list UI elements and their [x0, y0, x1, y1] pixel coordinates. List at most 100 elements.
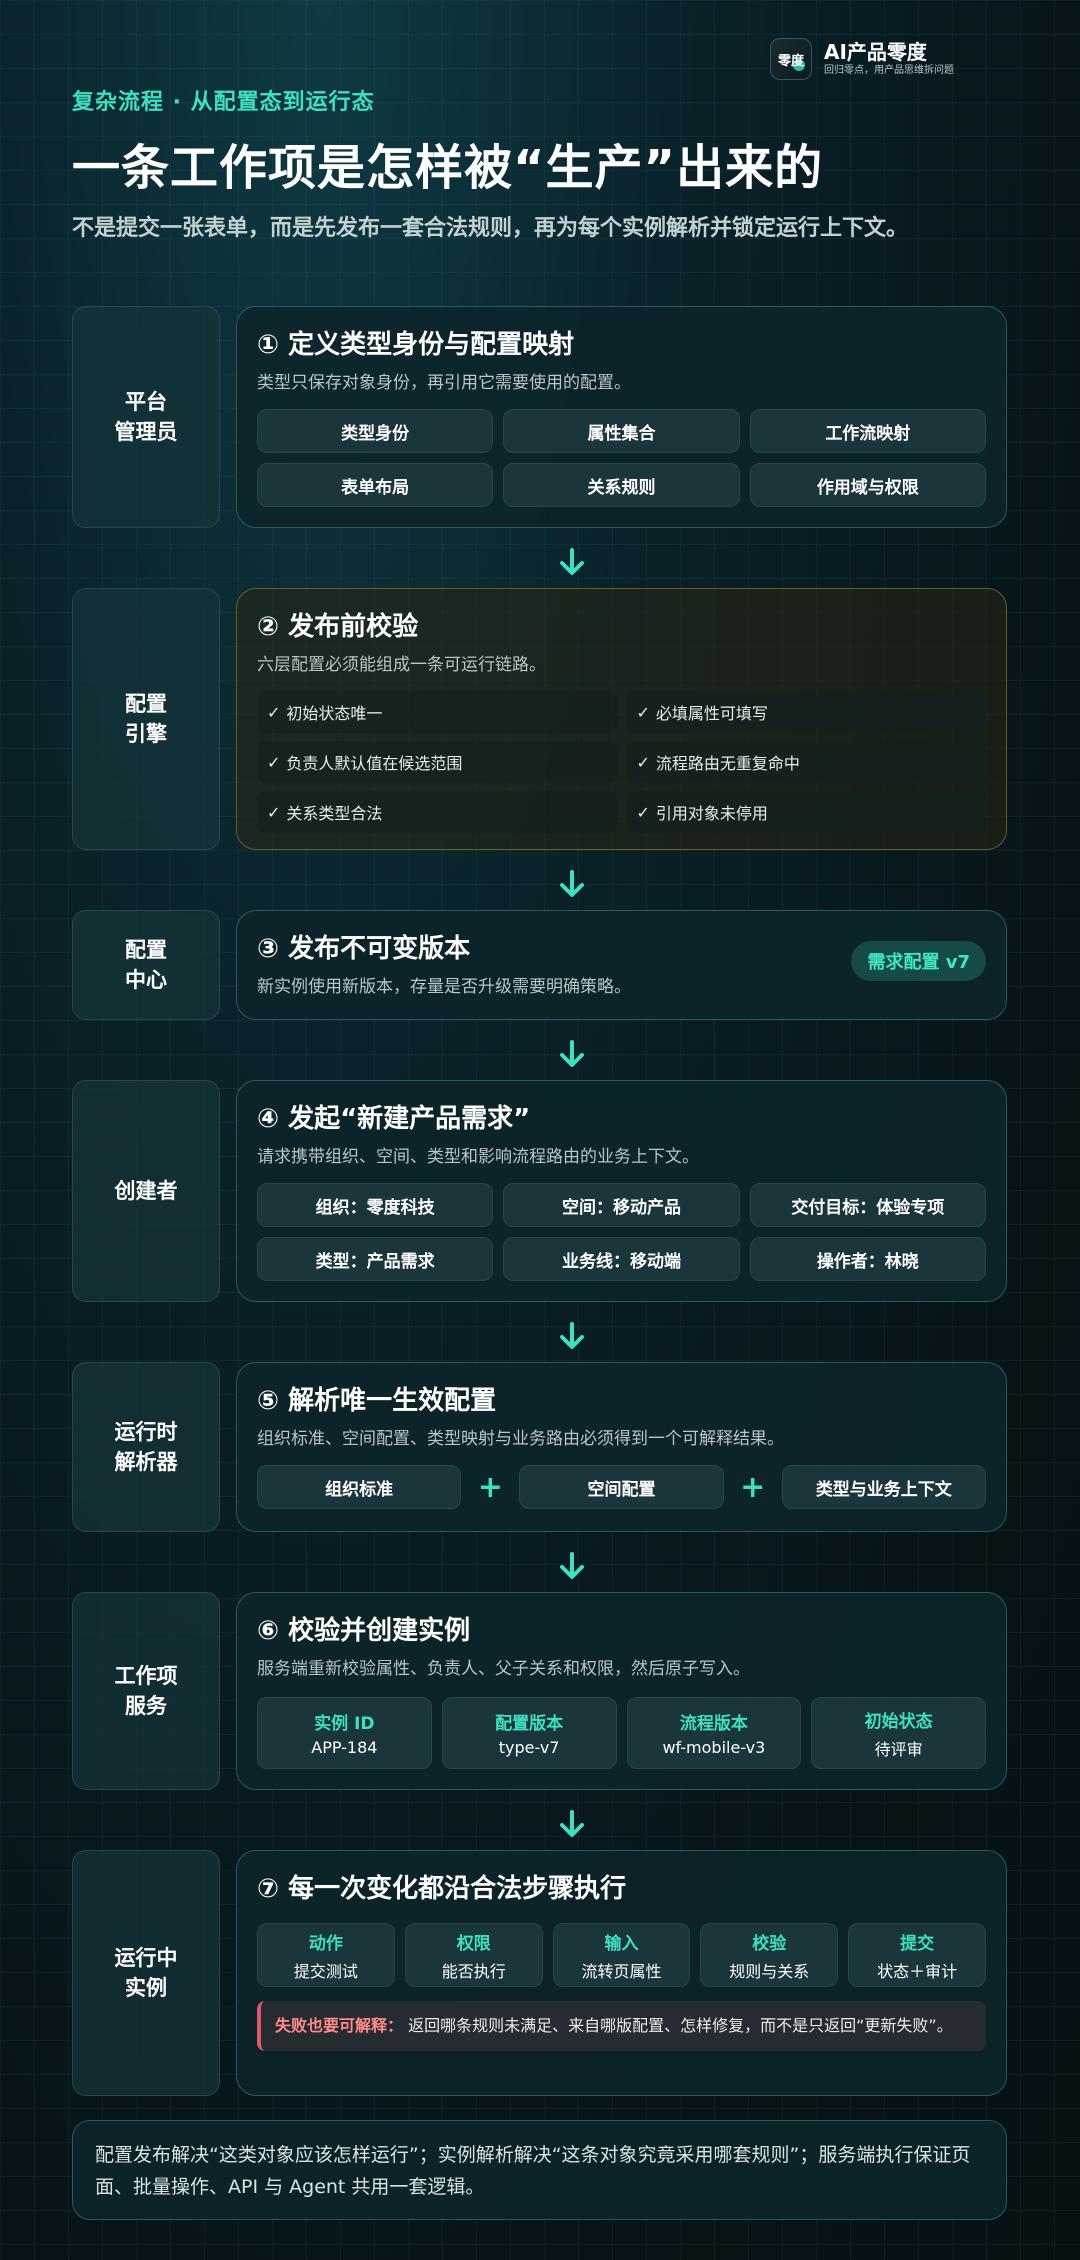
field-value: APP-184 [311, 1738, 378, 1757]
logo-dot-icon [793, 59, 805, 71]
step-2-desc: 六层配置必须能组成一条可运行链路。 [257, 655, 546, 675]
config-chip: 作用域与权限 [749, 463, 986, 507]
checkmark-icon: ✓ [636, 702, 650, 722]
role-workitem-service: 工作项 服务 [72, 1592, 220, 1790]
step-6-card: ⑥ 校验并创建实例 服务端重新校验属性、负责人、父子关系和权限，然后原子写入。 … [236, 1592, 1007, 1790]
step-value: 能否执行 [441, 1961, 506, 1981]
field-key: 流程版本 [679, 1714, 748, 1734]
context-chip: 操作者：林晓 [749, 1237, 986, 1281]
step-value: 提交测试 [293, 1961, 358, 1981]
config-chip: 关系规则 [503, 463, 740, 507]
step-value: 流转页属性 [581, 1961, 662, 1981]
execution-step: 校验规则与关系 [700, 1923, 839, 1987]
step-1-title: ① 定义类型身份与配置映射 [257, 330, 575, 360]
instance-field: 流程版本 wf-mobile-v3 [626, 1697, 802, 1769]
instance-field: 初始状态待评审 [811, 1697, 986, 1769]
failure-note: 失败也要可解释： 返回哪条规则未满足、来自哪版配置、怎样修复，而不是只返回“更新… [257, 2001, 986, 2051]
step-5-title: ⑤ 解析唯一生效配置 [257, 1386, 497, 1416]
step-2-title: ② 发布前校验 [257, 612, 419, 642]
step-key: 动作 [308, 1933, 343, 1954]
field-value: 待评审 [874, 1739, 923, 1759]
check-item: ✓ 流程路由无重复命中 [626, 741, 986, 783]
role-running-instance: 运行中 实例 [72, 1850, 220, 2096]
step-key: 提交 [900, 1933, 935, 1954]
step-7-card: ⑦ 每一次变化都沿合法步骤执行 动作提交测试 权限能否执行 输入流转页属性 校验… [236, 1850, 1007, 2096]
step-1-desc: 类型只保存对象身份，再引用它需要使用的配置。 [257, 373, 631, 393]
step-3-card: ③ 发布不可变版本 新实例使用新版本，存量是否升级需要明确策略。 需求配置 v7 [236, 910, 1007, 1020]
step-4-desc: 请求携带组织、空间、类型和影响流程路由的业务上下文。 [257, 1147, 699, 1167]
check-label: 必填属性可填写 [655, 704, 768, 723]
step-key: 输入 [604, 1933, 639, 1954]
check-item: ✓ 必填属性可填写 [626, 691, 986, 733]
check-label: 关系类型合法 [286, 804, 383, 823]
check-label: 引用对象未停用 [655, 804, 768, 823]
execution-steps: 动作提交测试 权限能否执行 输入流转页属性 校验规则与关系 提交状态＋审计 [257, 1923, 986, 1987]
field-value: wf-mobile-v3 [662, 1738, 766, 1757]
context-chip: 业务线：移动端 [503, 1237, 740, 1281]
execution-step: 输入流转页属性 [552, 1923, 691, 1987]
config-chip: 类型身份 [257, 409, 494, 453]
page-title: 一条工作项是怎样被“生产”出来的 [72, 140, 824, 196]
resolve-part: 类型与业务上下文 [781, 1465, 986, 1509]
summary-footer: 配置发布解决“这类对象应该怎样运行”；实例解析解决“这条对象究竟采用哪套规则”；… [72, 2120, 1007, 2220]
step-6-title: ⑥ 校验并创建实例 [257, 1616, 471, 1646]
step-1-row: 平台 管理员 ① 定义类型身份与配置映射 类型只保存对象身份，再引用它需要使用的… [72, 306, 1007, 528]
step-6-desc: 服务端重新校验属性、负责人、父子关系和权限，然后原子写入。 [257, 1659, 750, 1679]
field-value: type-v7 [498, 1738, 560, 1757]
check-item: ✓ 关系类型合法 [257, 791, 617, 833]
context-chip: 类型：产品需求 [257, 1237, 494, 1281]
step-3-desc: 新实例使用新版本，存量是否升级需要明确策略。 [257, 977, 631, 997]
failure-note-label: 失败也要可解释： [275, 2016, 404, 2035]
instance-field: 配置版本 type-v7 [441, 1697, 617, 1769]
step-key: 校验 [752, 1933, 787, 1954]
checkmark-icon: ✓ [267, 702, 281, 722]
check-item: ✓ 引用对象未停用 [626, 791, 986, 833]
step-4-card: ④ 发起“新建产品需求” 请求携带组织、空间、类型和影响流程路由的业务上下文。 … [236, 1080, 1007, 1302]
step-4-title: ④ 发起“新建产品需求” [257, 1104, 531, 1134]
brand-logo-text: 零度 [777, 53, 804, 69]
context-chip: 交付目标：体验专项 [749, 1183, 986, 1227]
role-platform-admin: 平台 管理员 [72, 306, 220, 528]
check-label: 负责人默认值在候选范围 [286, 754, 463, 773]
checkmark-icon: ✓ [267, 802, 281, 822]
checkmark-icon: ✓ [636, 752, 650, 772]
brand-logo: 零度 [770, 38, 812, 80]
step-3-row: 配置 中心 ③ 发布不可变版本 新实例使用新版本，存量是否升级需要明确策略。 需… [72, 910, 1007, 1020]
check-item: ✓负责人默认值在候选范围 [257, 741, 617, 783]
version-badge: 需求配置 v7 [851, 941, 986, 981]
step-value: 状态＋审计 [877, 1961, 958, 1981]
resolve-part: 组织标准 [257, 1465, 462, 1509]
step-7-title: ⑦ 每一次变化都沿合法步骤执行 [257, 1874, 627, 1904]
checkmark-icon: ✓ [636, 802, 650, 822]
config-chip: 工作流映射 [749, 409, 986, 453]
config-chip: 表单布局 [257, 463, 494, 507]
field-key: 配置版本 [495, 1714, 564, 1734]
step-6-row: 工作项 服务 ⑥ 校验并创建实例 服务端重新校验属性、负责人、父子关系和权限，然… [72, 1592, 1007, 1790]
context-chip: 组织：零度科技 [257, 1183, 494, 1227]
step-5-desc: 组织标准、空间配置、类型映射与业务路由必须得到一个可解释结果。 [257, 1429, 784, 1449]
role-config-center: 配置 中心 [72, 910, 220, 1020]
context-chips: 组织：零度科技 空间：移动产品 交付目标：体验专项 类型：产品需求 业务线：移动… [257, 1183, 986, 1281]
failure-note-text: 返回哪条规则未满足、来自哪版配置、怎样修复，而不是只返回“更新失败”。 [408, 2016, 953, 2035]
check-label: 初始状态唯一 [286, 704, 383, 723]
page-subtitle: 不是提交一张表单，而是先发布一套合法规则，再为每个实例解析并锁定运行上下文。 [72, 216, 909, 241]
step-2-row: 配置 引擎 ② 发布前校验 六层配置必须能组成一条可运行链路。 ✓ 初始状态唯一 … [72, 588, 1007, 850]
check-label: 流程路由无重复命中 [655, 754, 800, 773]
execution-step: 提交状态＋审计 [848, 1923, 986, 1987]
context-chip: 空间：移动产品 [503, 1183, 740, 1227]
step-3-title: ③ 发布不可变版本 [257, 934, 471, 964]
step-2-card: ② 发布前校验 六层配置必须能组成一条可运行链路。 ✓ 初始状态唯一 ✓ 必填属性可… [236, 588, 1007, 850]
config-chip: 属性集合 [503, 409, 740, 453]
execution-step: 权限能否执行 [404, 1923, 543, 1987]
brand-tagline: 回归零点，用产品思维拆问题 [824, 65, 954, 76]
step-5-card: ⑤ 解析唯一生效配置 组织标准、空间配置、类型映射与业务路由必须得到一个可解释结… [236, 1362, 1007, 1532]
plus-icon: + [477, 1469, 503, 1505]
role-config-engine: 配置 引擎 [72, 588, 220, 850]
brand-name: AI产品零度 [824, 40, 927, 64]
step-1-card: ① 定义类型身份与配置映射 类型只保存对象身份，再引用它需要使用的配置。 类型身… [236, 306, 1007, 528]
resolution-formula: 组织标准 + 空间配置 + 类型与业务上下文 [257, 1465, 986, 1509]
role-creator: 创建者 [72, 1080, 220, 1302]
step-value: 规则与关系 [729, 1961, 810, 1981]
